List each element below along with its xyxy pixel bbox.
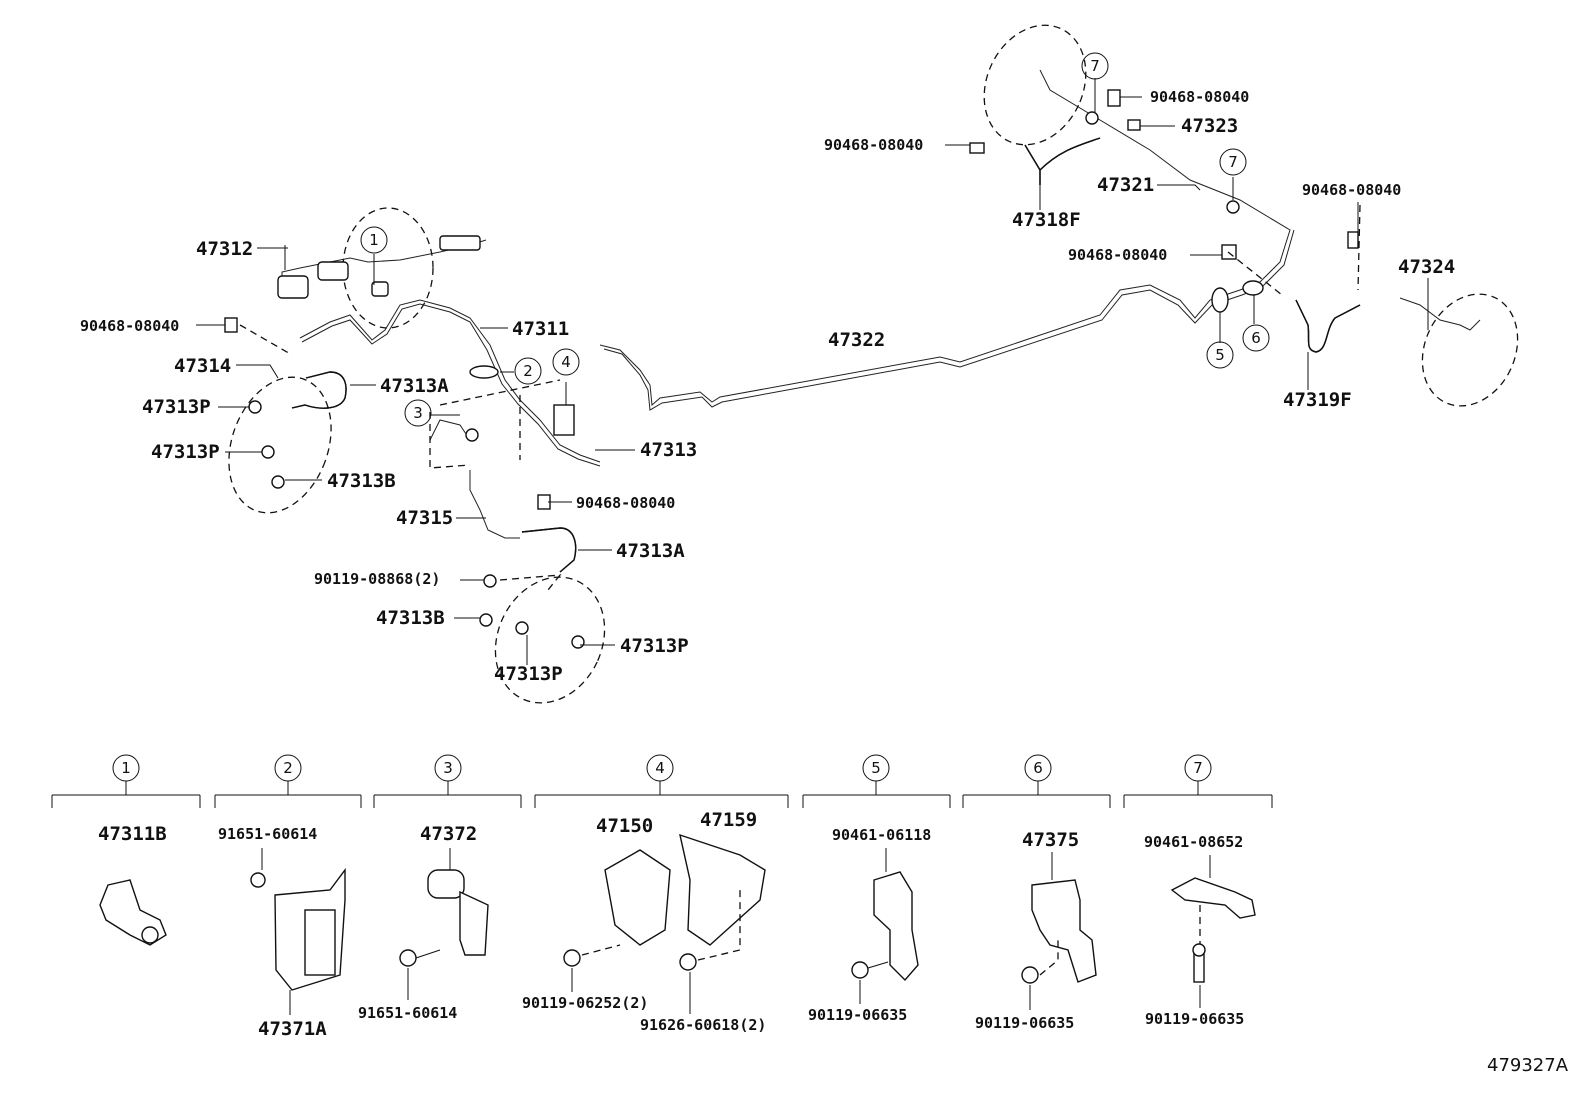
legend-group-1: 1 47311B xyxy=(51,754,201,946)
legend-part-91651-60614-a: 91651-60614 xyxy=(218,825,317,843)
legend-group-4: 4 47150 47159 90119-06252(2) 91626-60618… xyxy=(522,754,789,1034)
legend-part-90461-08652: 90461-08652 xyxy=(1144,833,1243,851)
label-47313p-2: 47313P xyxy=(151,441,220,463)
legend-num-3: 3 xyxy=(443,759,453,777)
callout-5: 5 xyxy=(1215,346,1225,364)
label-90468-left: 90468-08040 xyxy=(80,317,179,335)
brake-booster xyxy=(277,207,487,329)
label-47313b-bot: 47313B xyxy=(376,607,445,629)
legend-num-4: 4 xyxy=(655,759,665,777)
label-47319f: 47319F xyxy=(1283,389,1352,411)
callout-6: 6 xyxy=(1251,329,1261,347)
label-47318f: 47318F xyxy=(1012,209,1081,231)
label-47313: 47313 xyxy=(640,439,697,461)
label-47313a-top: 47313A xyxy=(380,375,449,397)
callout-7a: 7 xyxy=(1090,57,1100,75)
label-90468-r2: 90468-08040 xyxy=(1068,246,1167,264)
label-47312: 47312 xyxy=(196,238,253,260)
legend-part-47150: 47150 xyxy=(596,815,653,837)
legend-part-90119-06635-b: 90119-06635 xyxy=(975,1014,1074,1032)
legend-num-2: 2 xyxy=(283,759,293,777)
label-90468-mid: 90468-08040 xyxy=(576,494,675,512)
brake-pipes xyxy=(299,69,1481,539)
legend-part-90119-06252: 90119-06252(2) xyxy=(522,994,648,1012)
small-fittings xyxy=(224,89,1359,649)
label-47321: 47321 xyxy=(1097,174,1154,196)
callout-3: 3 xyxy=(413,404,423,422)
legend-num-7: 7 xyxy=(1193,759,1203,777)
label-47313p-1: 47313P xyxy=(142,396,211,418)
legend-part-90119-06635-a: 90119-06635 xyxy=(808,1006,907,1024)
part-labels: 47312 47311 90468-08040 47314 47313A 473… xyxy=(80,88,1455,685)
legend-part-90119-06635-c: 90119-06635 xyxy=(1145,1010,1244,1028)
leader-lines xyxy=(196,78,1429,665)
label-47313p-3: 47313P xyxy=(620,635,689,657)
callout-2: 2 xyxy=(523,362,533,380)
circled-callouts: 1 2 3 4 5 6 7 7 xyxy=(360,52,1270,427)
label-47313p-4: 47313P xyxy=(494,663,563,685)
dashed-refs xyxy=(239,204,1361,591)
diagram-id: 479327A xyxy=(1487,1055,1569,1076)
legend-part-90461-06118: 90461-06118 xyxy=(832,826,931,844)
legend-group-7: 7 90461-08652 90119-06635 xyxy=(1123,754,1273,1028)
legend-part-47372: 47372 xyxy=(420,823,477,845)
legend: 1 47311B 2 91651-60614 47371A 3 47372 xyxy=(51,754,1273,1040)
label-47323: 47323 xyxy=(1181,115,1238,137)
label-47322: 47322 xyxy=(828,329,885,351)
legend-num-5: 5 xyxy=(871,759,881,777)
legend-part-47371a: 47371A xyxy=(258,1018,327,1040)
legend-part-47375: 47375 xyxy=(1022,829,1079,851)
legend-group-5: 5 90461-06118 90119-06635 xyxy=(802,754,951,1024)
legend-group-6: 6 47375 90119-06635 xyxy=(962,754,1111,1032)
label-47324: 47324 xyxy=(1398,256,1455,278)
callout-1: 1 xyxy=(369,231,379,249)
legend-group-2: 2 91651-60614 47371A xyxy=(214,754,362,1040)
callout-4: 4 xyxy=(561,353,571,371)
label-47313b-top: 47313B xyxy=(327,470,396,492)
legend-part-47159: 47159 xyxy=(700,809,757,831)
callout-7b: 7 xyxy=(1228,153,1238,171)
label-47313a-bot: 47313A xyxy=(616,540,685,562)
legend-group-3: 3 47372 91651-60614 xyxy=(358,754,522,1022)
label-47311: 47311 xyxy=(512,318,569,340)
legend-part-91626-60618: 91626-60618(2) xyxy=(640,1016,766,1034)
label-47315: 47315 xyxy=(396,507,453,529)
label-90119-08868: 90119-08868(2) xyxy=(314,570,440,588)
label-47314: 47314 xyxy=(174,355,231,377)
flex-hoses xyxy=(291,137,1361,573)
label-90468-tr2: 90468-08040 xyxy=(824,136,923,154)
legend-part-47311b: 47311B xyxy=(98,823,167,845)
legend-num-6: 6 xyxy=(1033,759,1043,777)
label-90468-tr1: 90468-08040 xyxy=(1150,88,1249,106)
legend-part-91651-60614-b: 91651-60614 xyxy=(358,1004,457,1022)
legend-num-1: 1 xyxy=(121,759,131,777)
label-90468-r1: 90468-08040 xyxy=(1302,181,1401,199)
